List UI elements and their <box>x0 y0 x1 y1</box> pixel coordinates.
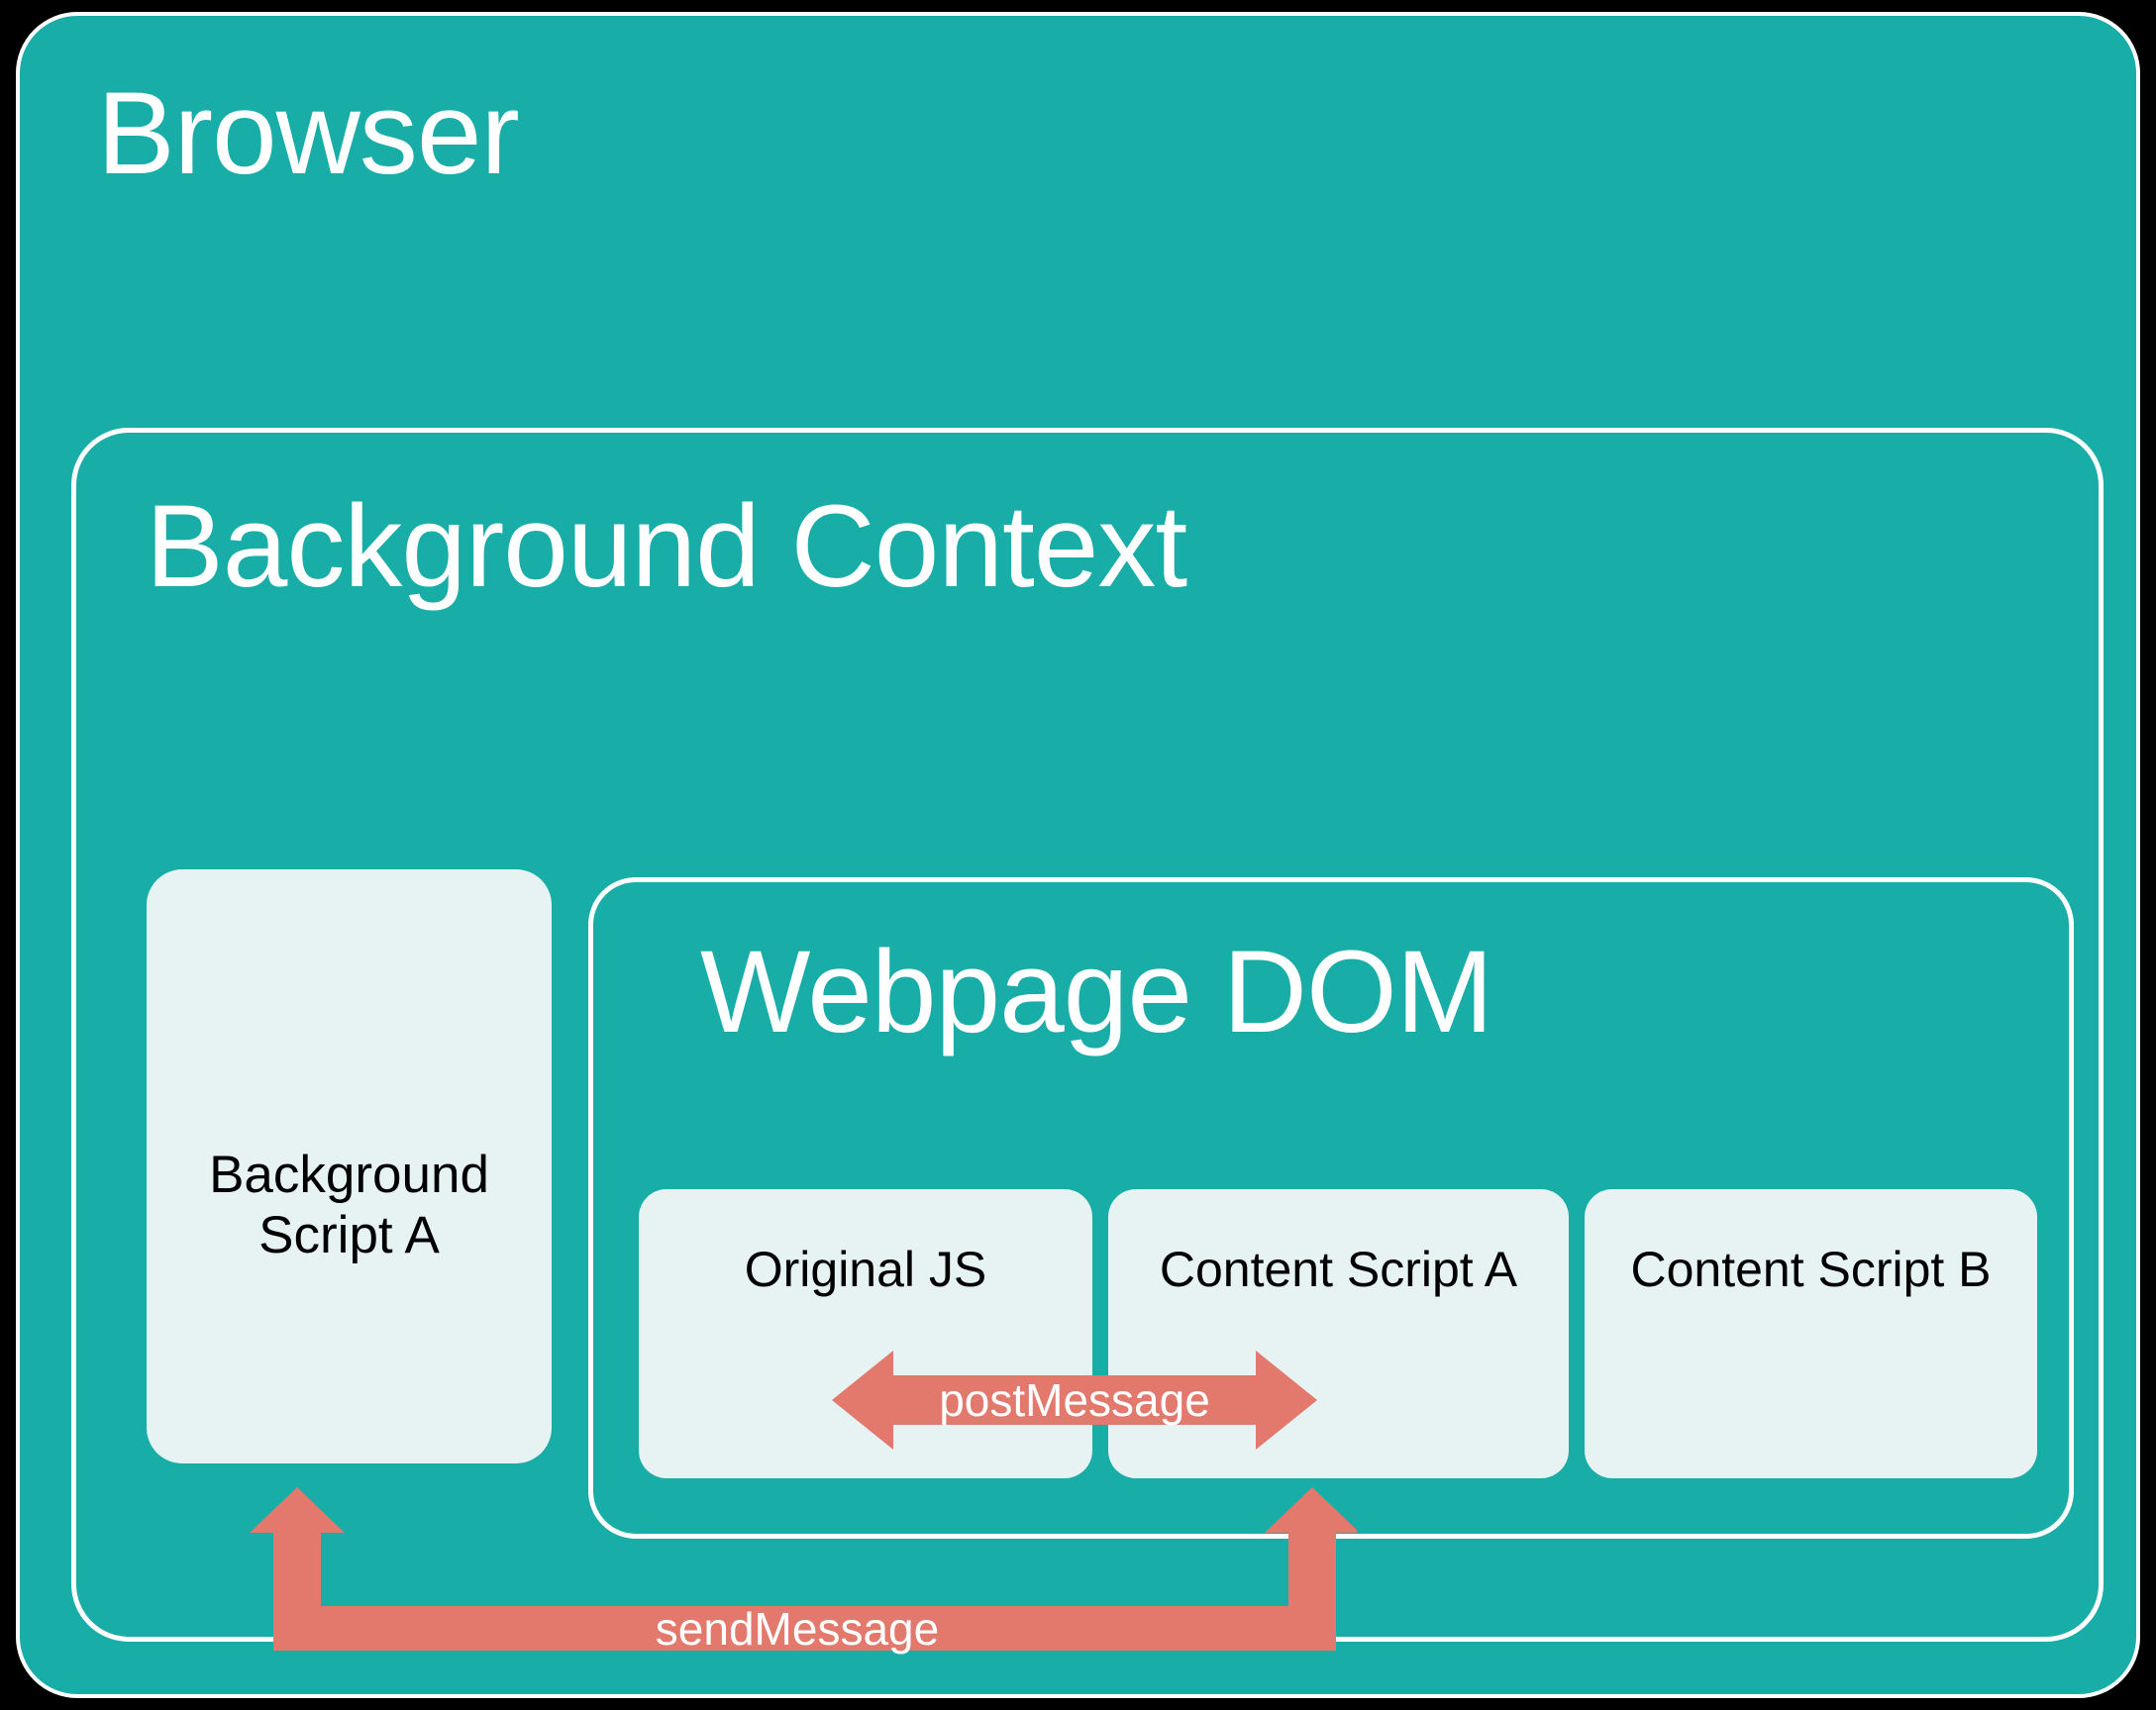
webpage-dom-title: Webpage DOM <box>700 927 1493 1057</box>
webpage-dom-container: Webpage DOM Original JS Content Script A… <box>588 877 2074 1539</box>
content-script-a-label: Content Script A <box>1159 1242 1518 1297</box>
post-message-label: postMessage <box>939 1374 1210 1426</box>
browser-title: Browser <box>97 68 520 199</box>
background-script-a-label: Background Script A <box>209 1146 489 1265</box>
browser-container: Browser Background Context Background Sc… <box>16 12 2140 1698</box>
original-js-label: Original JS <box>744 1242 987 1297</box>
send-message-label: sendMessage <box>655 1603 940 1655</box>
content-script-b-label: Content Script B <box>1630 1242 1992 1297</box>
background-context-title: Background Context <box>146 481 1187 612</box>
content-script-b-card: Content Script B <box>1585 1189 2037 1478</box>
background-context-container: Background Context Background Script A W… <box>71 428 2104 1642</box>
background-script-a-card: Background Script A <box>147 869 552 1463</box>
